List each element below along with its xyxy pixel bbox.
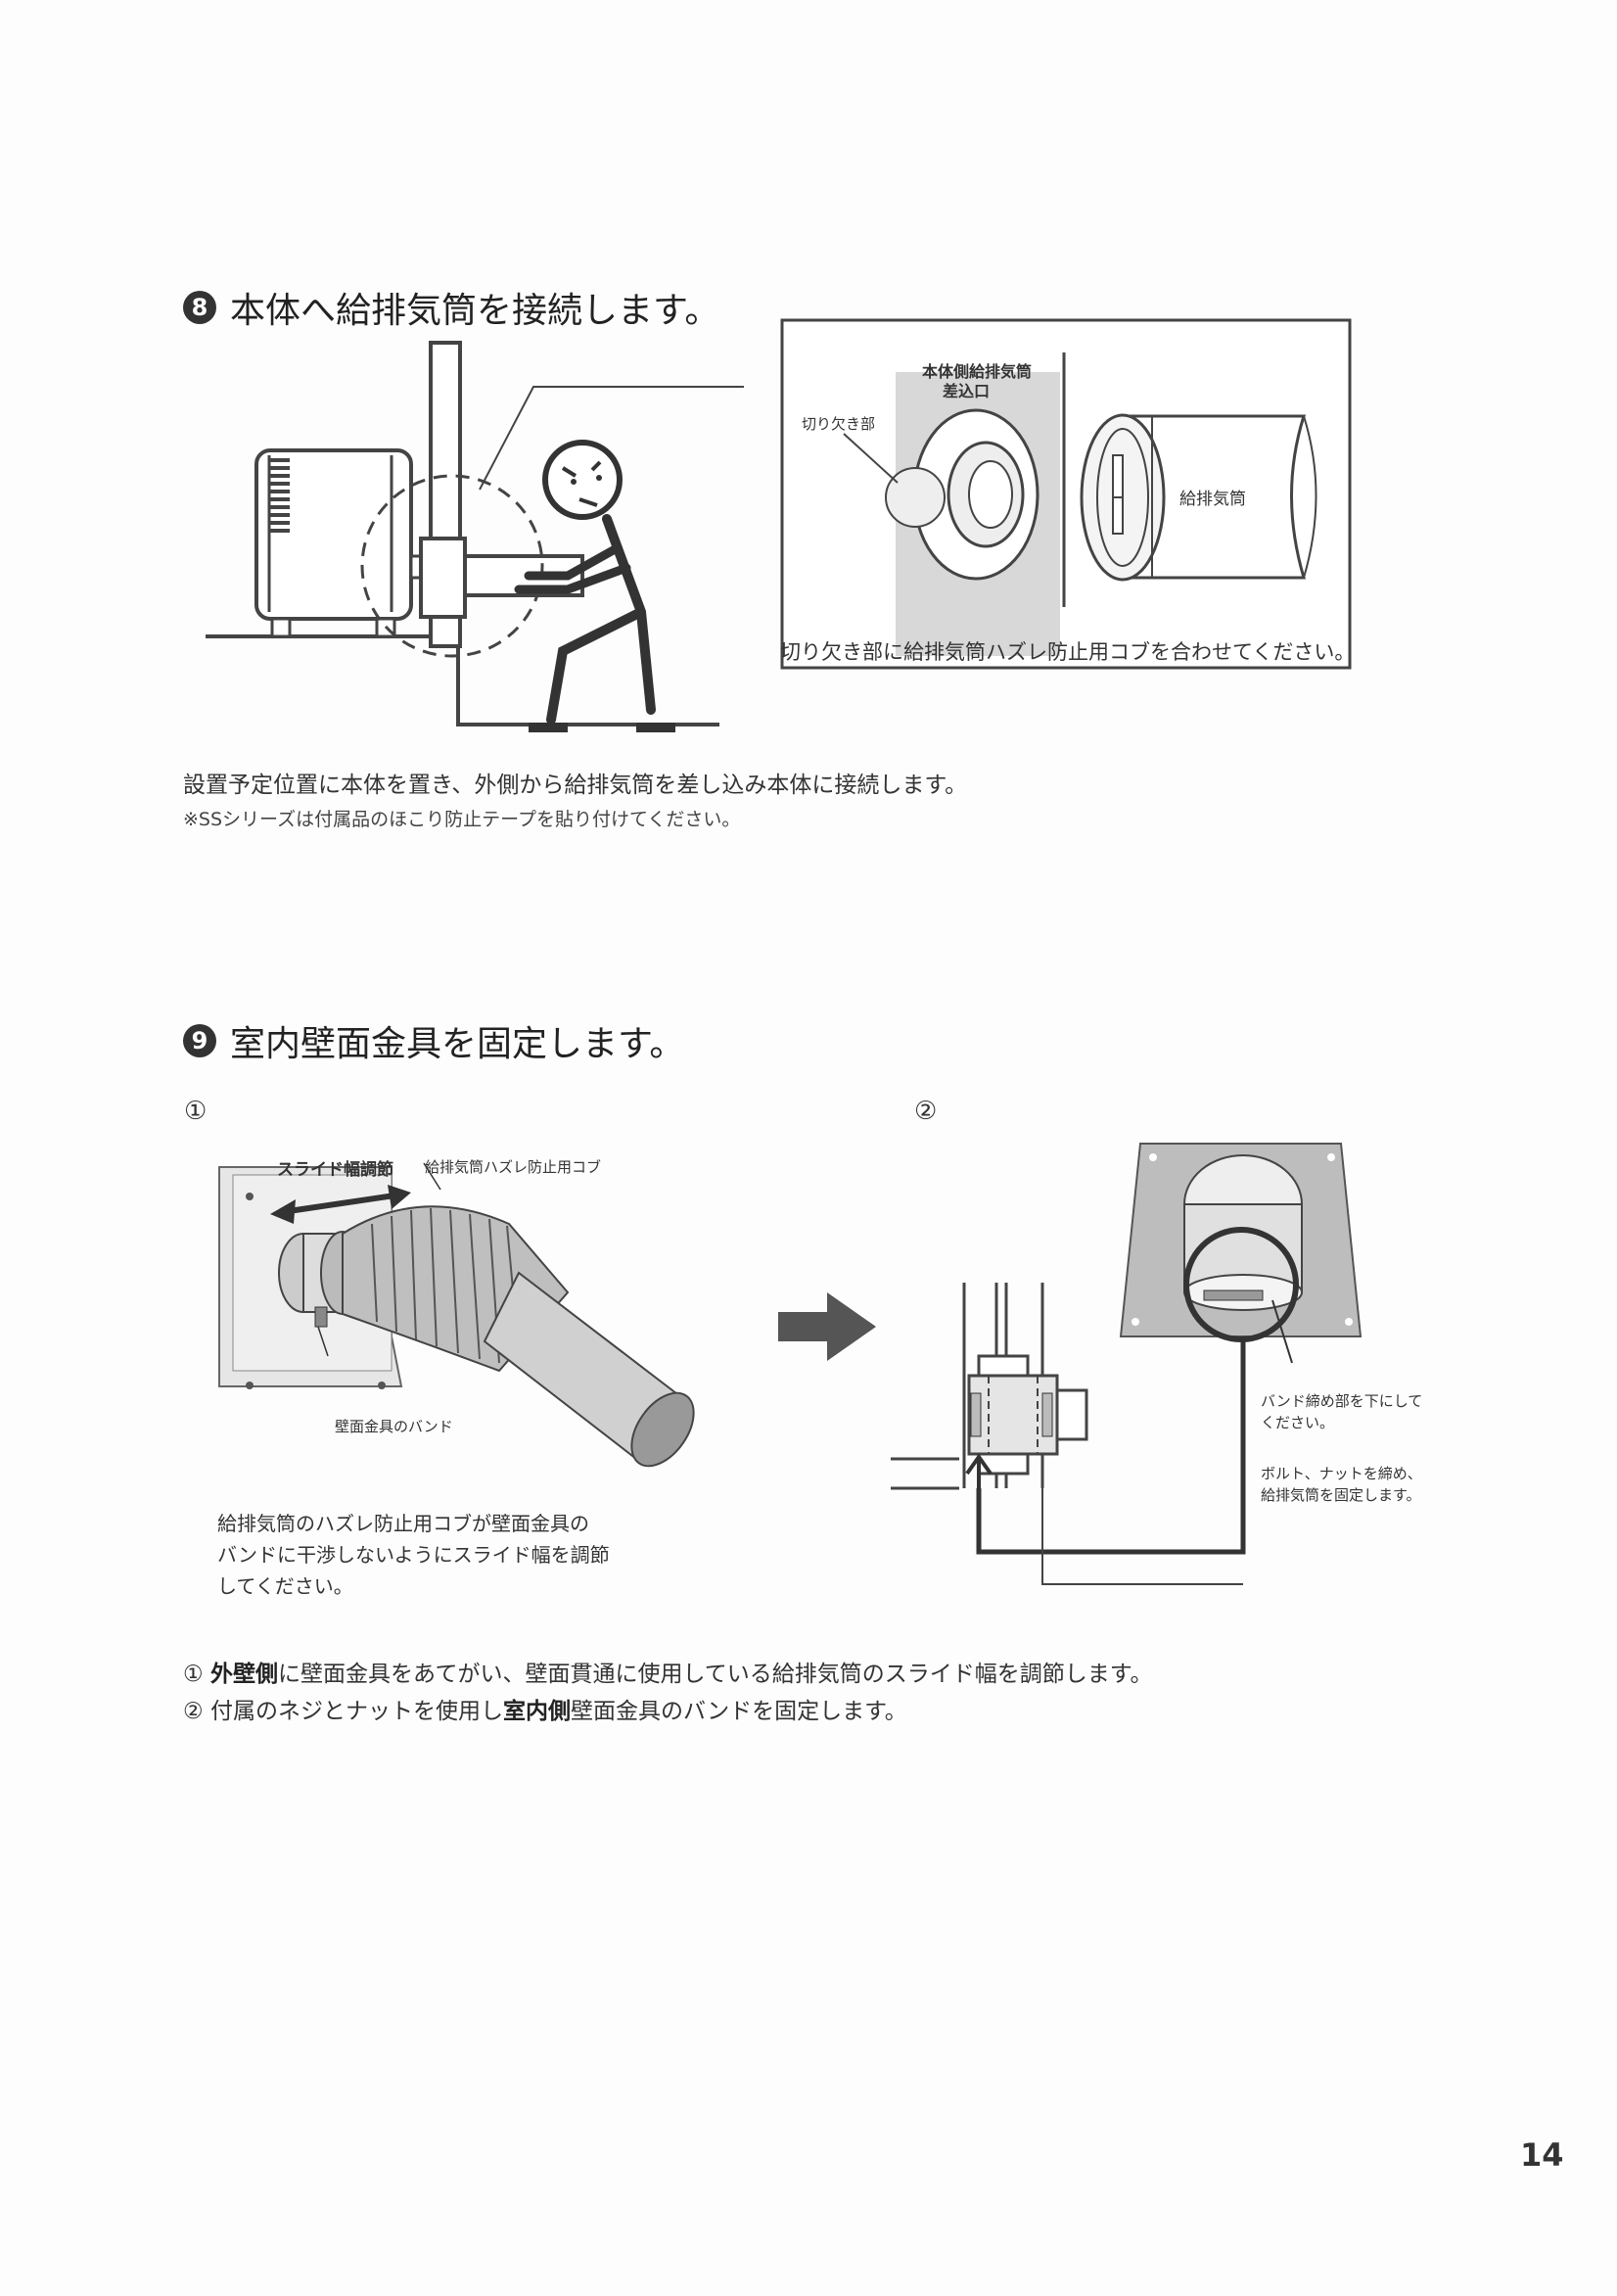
step8-installation-illustration [206,341,744,732]
fig1-caption-2: バンドに干渉しないようにスライド幅を調節 [217,1543,610,1567]
instruction1-marker: ① [183,1662,204,1687]
fig1-label-bump: 給排気筒ハズレ防止用コブ [425,1158,602,1176]
step8-number-badge: 8 [183,291,216,324]
fig2-marker: ② [914,1097,938,1126]
instruction2-marker: ② [183,1699,204,1724]
step8-detail-caption: 切り欠き部に給排気筒ハズレ防止用コブを合わせてください。 [780,640,1356,664]
inset-label-pipe: 給排気筒 [1179,490,1246,509]
step8-heading: 8 本体へ給排気筒を接続します。 [183,282,719,333]
instruction1-bold: 外壁側 [209,1662,278,1687]
step9-title: 室内壁面金具を固定します。 [230,1024,685,1064]
instruction1-text: に壁面金具をあてがい、壁面貫通に使用している給排気筒のスライド幅を調節します。 [277,1662,1153,1687]
fig1-caption-1: 給排気筒のハズレ防止用コブが壁面金具の [217,1512,589,1535]
fig2-label-bolt-1: ボルト、ナットを締め、 [1261,1465,1422,1482]
fig2-band-fix-illustration [891,1143,1363,1585]
inset-label-inlet-1: 本体側給排気筒 [922,362,1032,381]
fig1-label-slide: スライド幅調節 [277,1160,393,1180]
fig2-label-band-1: バンド締め部を下にして [1261,1392,1423,1410]
inset-label-inlet-2: 差込口 [943,382,990,400]
fig1-caption-3: してください。 [217,1574,353,1598]
inset-label-notch: 切り欠き部 [802,415,875,433]
fig1-slide-adjust-illustration [218,1162,695,1468]
step9-heading: 9 室内壁面金具を固定します。 [183,1015,684,1066]
step8-body-text: 設置予定位置に本体を置き、外側から給排気筒を差し込み本体に接続します。 [183,773,968,798]
right-arrow-icon [778,1292,876,1361]
step8-note: ※SSシリーズは付属品のほこり防止テープを貼り付けてください。 [183,809,741,830]
instruction2-bold: 室内側 [502,1699,571,1724]
fig2-label-bolt-2: 給排気筒を固定します。 [1261,1486,1421,1504]
instruction2-pre: 付属のネジとナットを使用し [209,1699,503,1724]
step8-detail-inset: 本体側給排気筒 差込口 切り欠き部 給排気筒 [780,318,1352,670]
step9-instruction-1: ① 外壁側に壁面金具をあてがい、壁面貫通に使用している給排気筒のスライド幅を調節… [183,1655,1153,1688]
page-number: 14 [1520,2136,1564,2174]
fig1-label-band: 壁面金具のバンド [335,1418,453,1435]
fig1-marker: ① [184,1097,208,1126]
step8-title: 本体へ給排気筒を接続します。 [230,291,720,331]
step9-instruction-2: ② 付属のネジとナットを使用し室内側壁面金具のバンドを固定します。 [183,1692,907,1725]
instruction2-text: 壁面金具のバンドを固定します。 [570,1699,907,1724]
fig2-label-band-2: ください。 [1261,1414,1335,1431]
step9-number-badge: 9 [183,1024,216,1057]
